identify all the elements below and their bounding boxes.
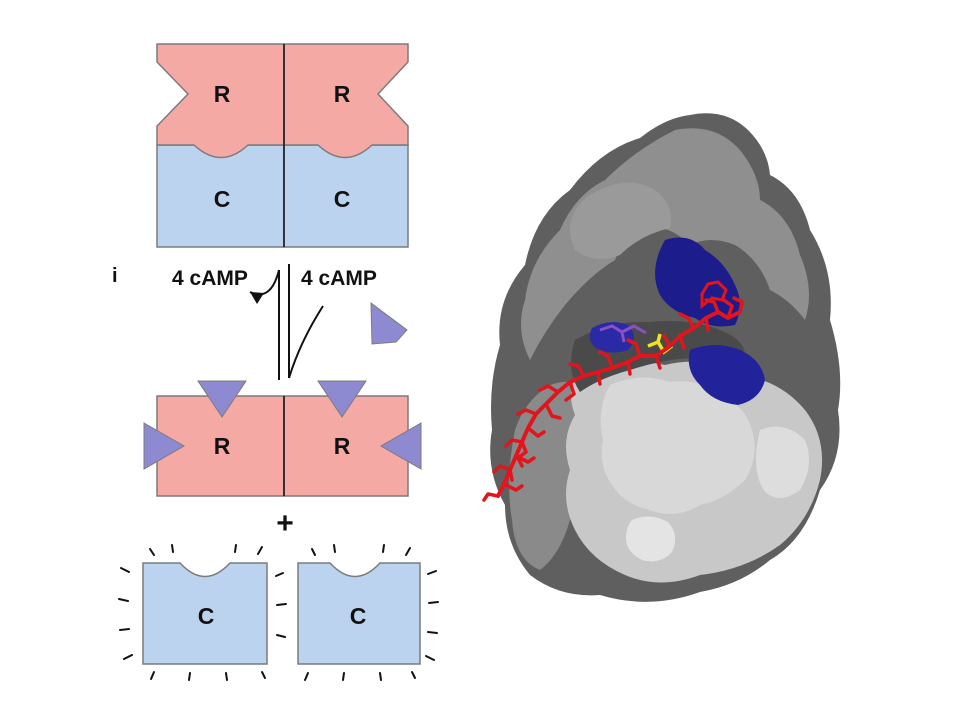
inactive-holoenzyme: R R C C — [156, 43, 409, 248]
catalytic-label: C — [214, 186, 231, 212]
camp-binding-label: 4 cAMP — [301, 267, 377, 290]
bound-camp — [197, 380, 247, 418]
active-catalytic-subunits: C C — [118, 544, 439, 681]
camp-release-label: 4 cAMP — [172, 267, 248, 290]
regulatory-label: R — [214, 81, 231, 107]
bound-camp — [317, 380, 367, 418]
catalytic-subunit-free — [142, 562, 268, 665]
surface-mid — [521, 128, 809, 360]
activity-lines — [304, 544, 439, 681]
forward-arrow — [288, 264, 324, 379]
catalytic-label: C — [350, 603, 367, 629]
activity-lines — [118, 544, 287, 681]
surface-light — [756, 426, 809, 499]
red-peptide-sidechains — [482, 296, 744, 502]
reverse-arrowhead — [250, 292, 264, 304]
purple-ligand — [599, 324, 647, 343]
surface-light — [600, 377, 755, 514]
regulatory-subunit-left — [156, 43, 285, 159]
catalytic-subunit-left — [156, 144, 285, 248]
surface-light — [626, 516, 676, 562]
clipped-label-fragment: i — [112, 265, 118, 287]
reverse-arrow — [249, 269, 280, 380]
regulatory-subunit-right — [283, 43, 409, 159]
regulatory-label: R — [334, 433, 351, 459]
regulatory-label: R — [334, 81, 351, 107]
blue-pocket — [655, 237, 740, 327]
protein-surface-structure — [482, 113, 841, 602]
plus-sign: + — [276, 507, 294, 540]
catalytic-label: C — [334, 186, 351, 212]
camp-molecule — [370, 301, 408, 345]
catalytic-label: C — [198, 603, 215, 629]
equilibrium-arrows: i 4 cAMP 4 cAMP — [112, 264, 408, 380]
red-peptide-ring — [700, 280, 728, 310]
bound-camp — [379, 422, 422, 470]
bound-camp — [143, 422, 186, 470]
regulatory-label: R — [214, 433, 231, 459]
regulatory-dimer-camp: R R — [143, 380, 422, 497]
catalytic-subunit-right — [283, 144, 409, 248]
blue-pocket — [688, 345, 765, 405]
surface-mid — [570, 182, 671, 259]
catalytic-subunit-free — [297, 562, 421, 665]
